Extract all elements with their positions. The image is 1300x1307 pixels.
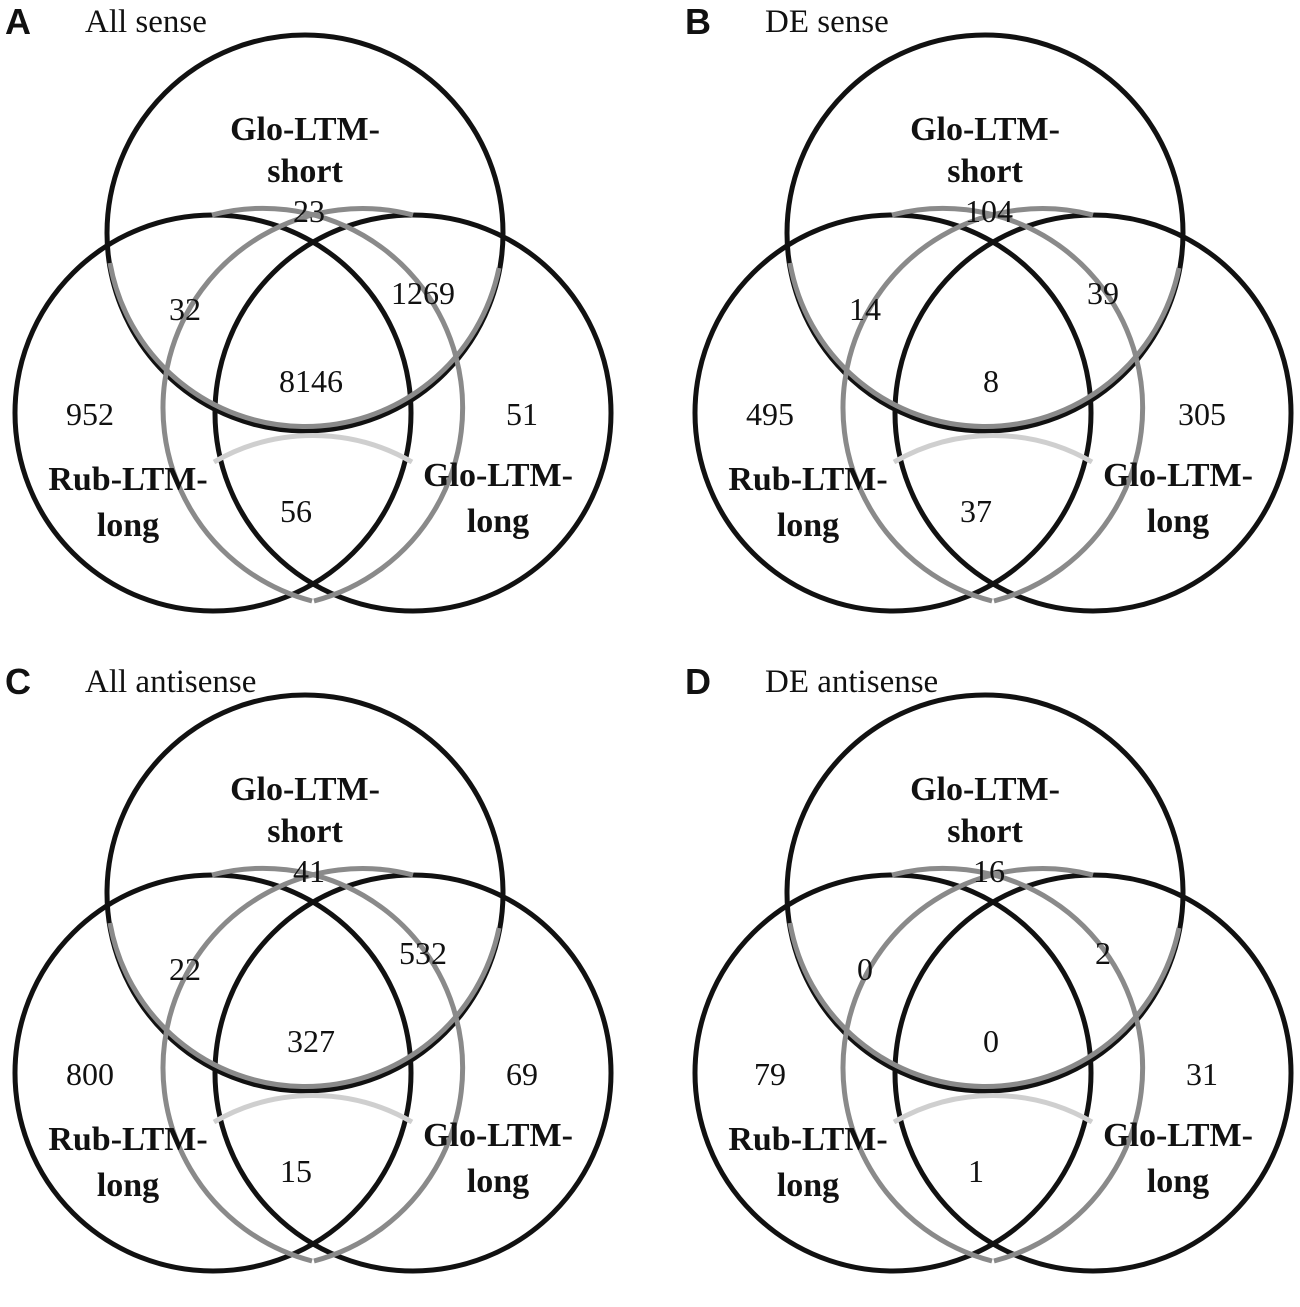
- circle-top-inner-arc-center: [892, 1092, 1094, 1125]
- count-top-right: 532: [399, 935, 447, 971]
- count-left-right: 37: [960, 493, 992, 529]
- panel-title: DE sense: [765, 4, 889, 40]
- count-left-only: 495: [746, 396, 794, 432]
- count-top-only: 16: [973, 853, 1005, 889]
- panel-letter: C: [5, 661, 31, 702]
- venn-diagram: C All antisense Glo-LTM- short Rub-LTM- …: [5, 661, 614, 1274]
- set-label-left-line2: long: [97, 507, 159, 544]
- count-right-only: 69: [506, 1056, 538, 1092]
- count-left-right: 56: [280, 493, 312, 529]
- set-label-left-line1: Rub-LTM-: [48, 461, 207, 498]
- count-right-only: 51: [506, 396, 538, 432]
- panel-letter: B: [685, 1, 711, 42]
- count-left-only: 79: [754, 1056, 786, 1092]
- set-label-right-line1: Glo-LTM-: [1103, 1117, 1253, 1154]
- panel-title: All sense: [85, 4, 207, 40]
- set-label-right-line1: Glo-LTM-: [1103, 457, 1253, 494]
- circle-left-inner-arc: [211, 865, 466, 1264]
- panel-letter: A: [5, 1, 31, 42]
- count-left-only: 952: [66, 396, 114, 432]
- venn-diagram: A All sense Glo-LTM- short Rub-LTM- long…: [5, 1, 614, 614]
- venn-panel-b: B DE sense Glo-LTM- short Rub-LTM- long …: [680, 0, 1300, 647]
- circle-right-inner-arc: [160, 206, 414, 604]
- set-label-right-line1: Glo-LTM-: [423, 457, 573, 494]
- set-label-left-line1: Rub-LTM-: [728, 461, 887, 498]
- count-center: 8: [983, 363, 999, 399]
- circle-top-inner-arc-center: [212, 432, 414, 465]
- set-label-right-line2: long: [1147, 1163, 1209, 1200]
- circle-top-inner-arc: [787, 262, 1182, 429]
- count-left-right: 15: [280, 1153, 312, 1189]
- count-top-right: 2: [1095, 935, 1111, 971]
- circle-top: [784, 32, 1186, 434]
- count-top-left: 0: [857, 951, 873, 987]
- count-top-left: 32: [169, 291, 201, 327]
- circle-left-inner-arc: [891, 865, 1146, 1264]
- count-top-left: 22: [169, 951, 201, 987]
- circle-left-inner-arc: [891, 205, 1146, 604]
- panel-letter: D: [685, 661, 711, 702]
- count-center: 327: [287, 1023, 335, 1059]
- set-label-top-line2: short: [267, 813, 343, 850]
- panel-title: All antisense: [85, 664, 256, 700]
- set-label-right-line2: long: [467, 503, 529, 540]
- venn-panel-d: D DE antisense Glo-LTM- short Rub-LTM- l…: [680, 660, 1300, 1307]
- count-top-only: 104: [965, 193, 1013, 229]
- circle-top-inner-arc: [787, 922, 1182, 1089]
- set-label-left-line2: long: [97, 1167, 159, 1204]
- venn-diagram: B DE sense Glo-LTM- short Rub-LTM- long …: [685, 1, 1294, 614]
- set-label-left-line1: Rub-LTM-: [48, 1121, 207, 1158]
- set-label-top-line2: short: [947, 813, 1023, 850]
- count-left-only: 800: [66, 1056, 114, 1092]
- set-label-top-line1: Glo-LTM-: [910, 111, 1060, 148]
- circle-right-inner-arc: [840, 206, 1094, 604]
- circle-top-inner-arc-center: [892, 432, 1094, 465]
- count-top-left: 14: [849, 291, 881, 327]
- count-left-right: 1: [968, 1153, 984, 1189]
- count-top-only: 23: [293, 193, 325, 229]
- count-center: 8146: [279, 363, 343, 399]
- circle-top: [104, 692, 506, 1094]
- set-label-top-line2: short: [267, 153, 343, 190]
- circle-right-inner-arc: [160, 866, 414, 1264]
- circle-top-inner-arc-center: [212, 1092, 414, 1125]
- count-right-only: 31: [1186, 1056, 1218, 1092]
- count-top-right: 1269: [391, 275, 455, 311]
- venn-panel-a: A All sense Glo-LTM- short Rub-LTM- long…: [0, 0, 650, 647]
- count-top-right: 39: [1087, 275, 1119, 311]
- count-top-only: 41: [293, 853, 325, 889]
- circle-top-inner-arc: [107, 922, 502, 1089]
- set-label-top-line2: short: [947, 153, 1023, 190]
- count-center: 0: [983, 1023, 999, 1059]
- panel-title: DE antisense: [765, 664, 938, 700]
- count-right-only: 305: [1178, 396, 1226, 432]
- circle-top: [784, 692, 1186, 1094]
- circle-left-inner-arc: [211, 205, 466, 604]
- set-label-right-line2: long: [467, 1163, 529, 1200]
- set-label-top-line1: Glo-LTM-: [910, 771, 1060, 808]
- set-label-right-line1: Glo-LTM-: [423, 1117, 573, 1154]
- set-label-top-line1: Glo-LTM-: [230, 111, 380, 148]
- set-label-left-line1: Rub-LTM-: [728, 1121, 887, 1158]
- circle-top: [104, 32, 506, 434]
- set-label-left-line2: long: [777, 1167, 839, 1204]
- set-label-left-line2: long: [777, 507, 839, 544]
- venn-diagram: D DE antisense Glo-LTM- short Rub-LTM- l…: [685, 661, 1294, 1274]
- circle-right-inner-arc: [840, 866, 1094, 1264]
- set-label-top-line1: Glo-LTM-: [230, 771, 380, 808]
- set-label-right-line2: long: [1147, 503, 1209, 540]
- venn-panel-c: C All antisense Glo-LTM- short Rub-LTM- …: [0, 660, 650, 1307]
- circle-top-inner-arc: [107, 262, 502, 429]
